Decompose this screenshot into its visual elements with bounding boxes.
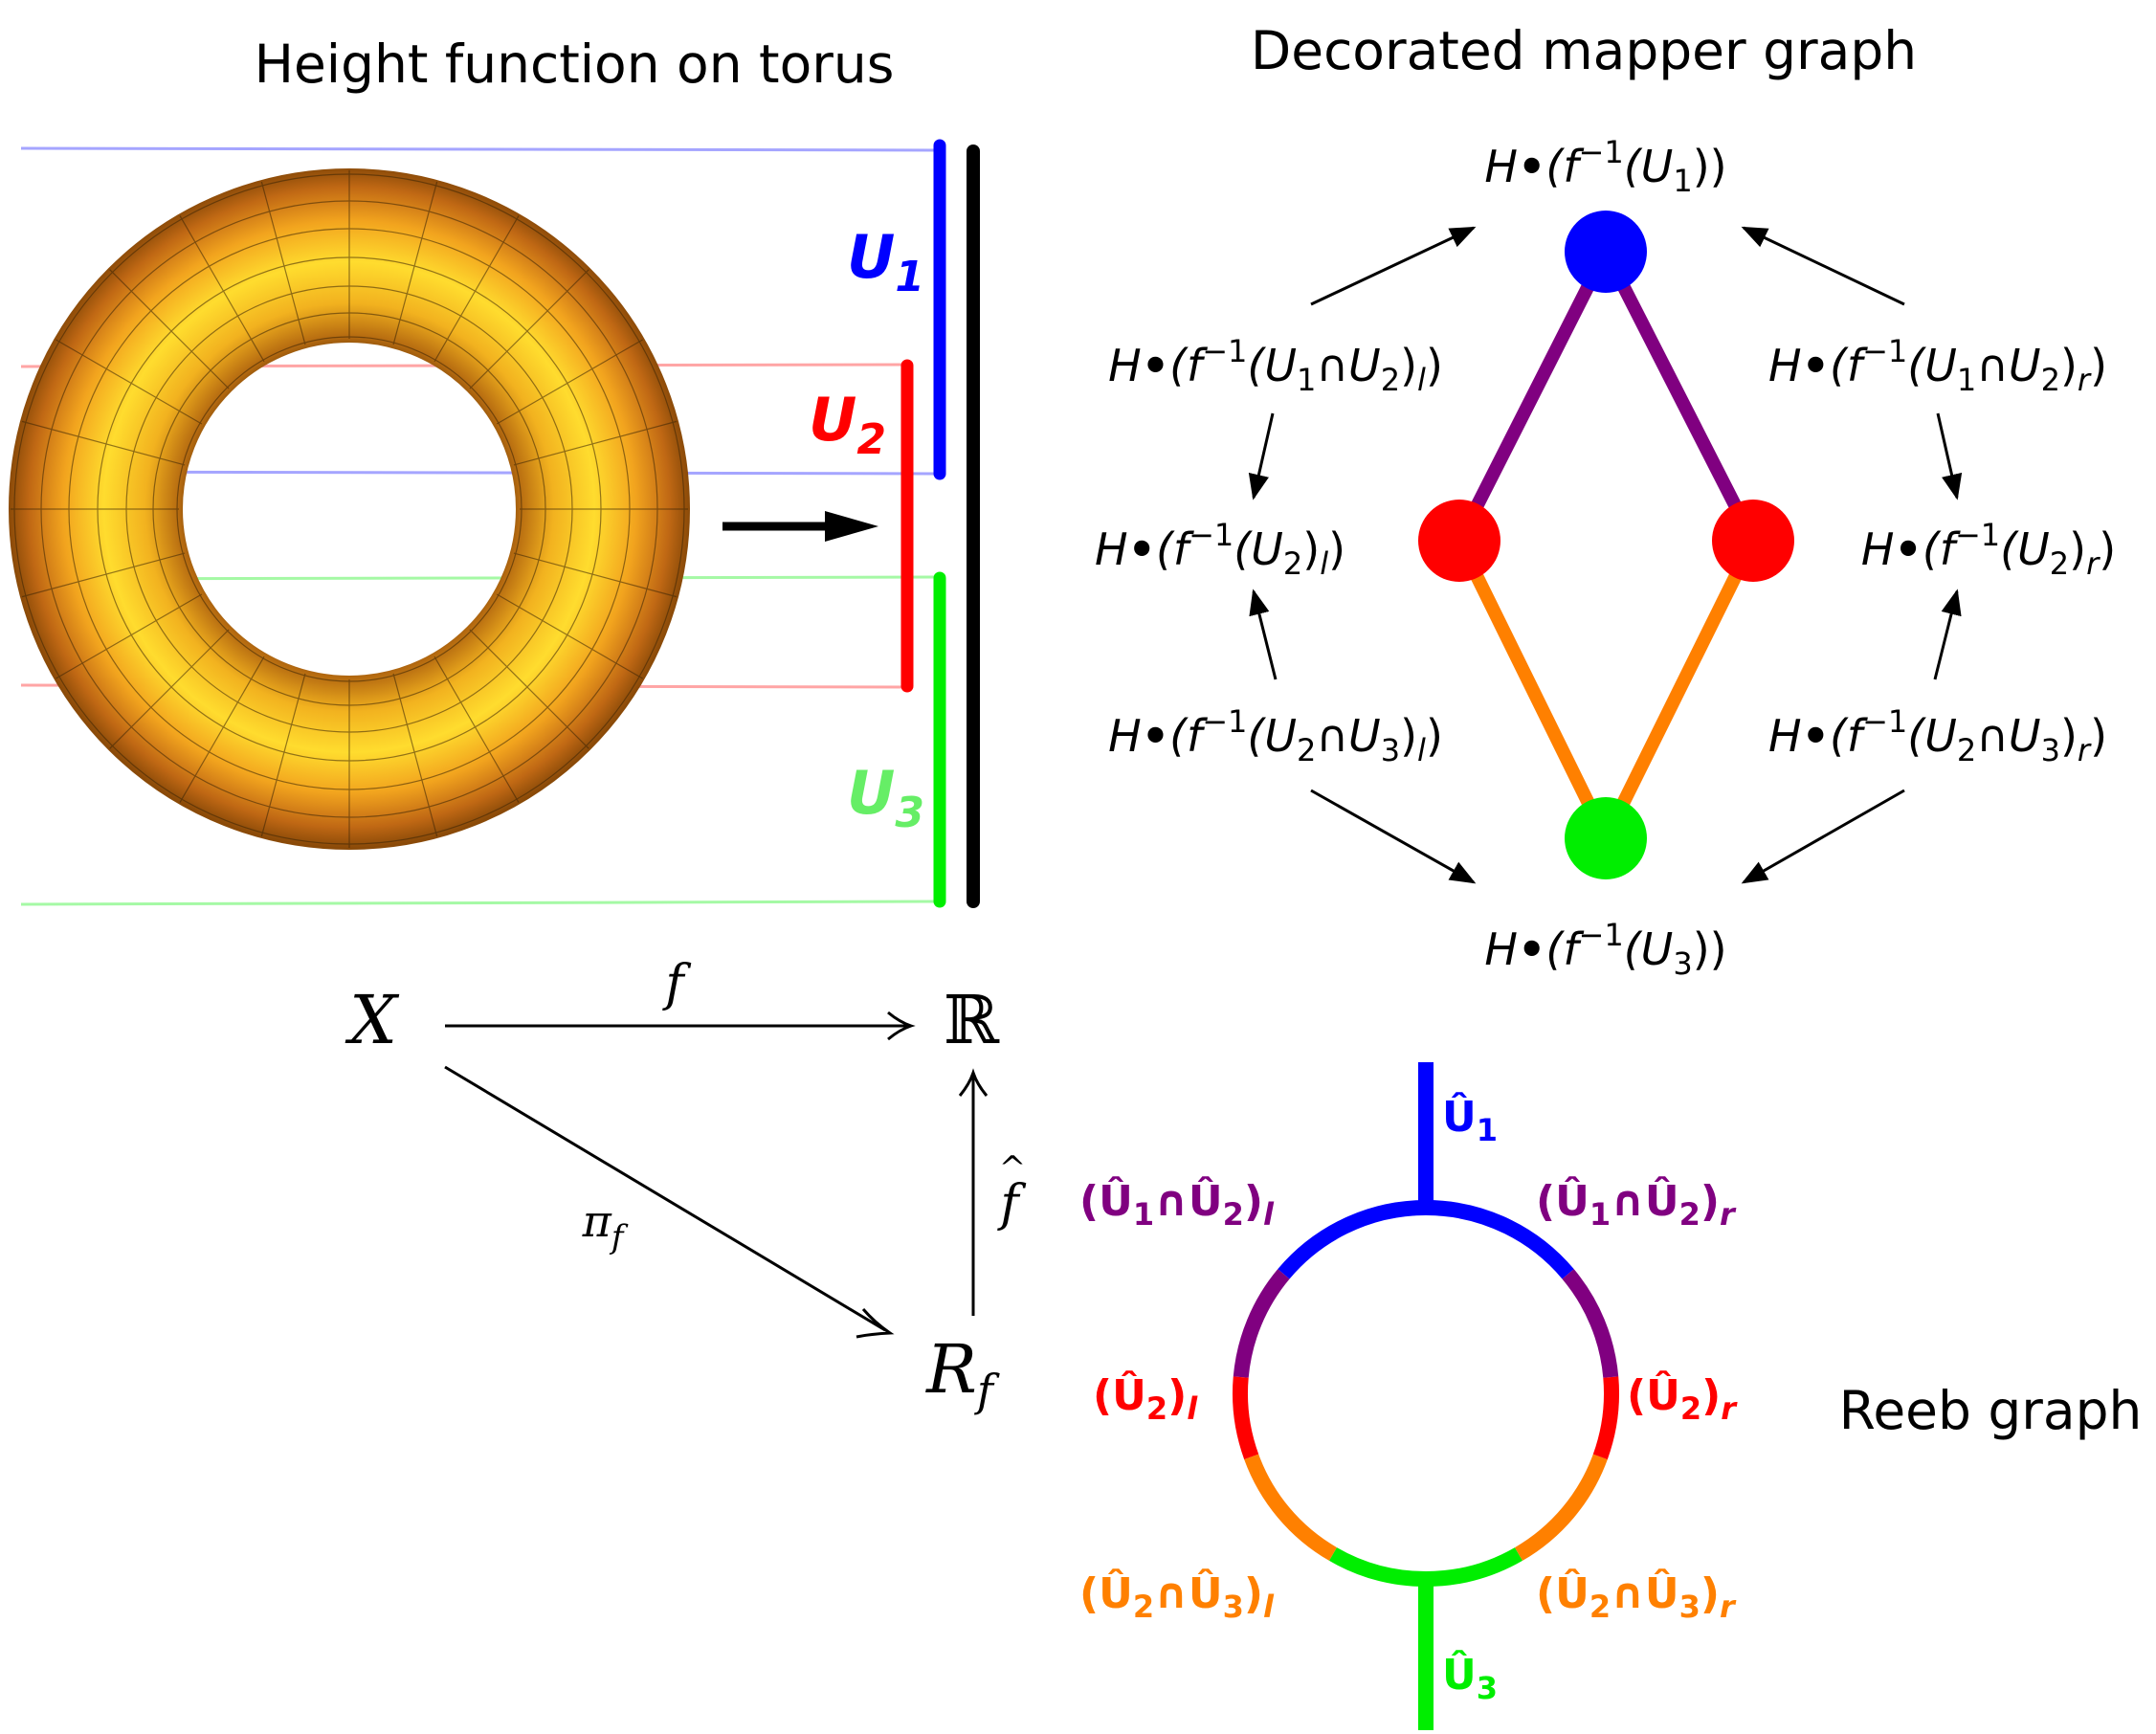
edge-u2l-u3 (1453, 534, 1612, 845)
torus-mesh-spoke (179, 215, 265, 363)
cd-Rf: Rf (924, 1330, 1000, 1416)
arrow-ll-ml (1249, 589, 1278, 680)
mapper-label-lower-right: H•(f−1(U2∩U3)r) (1768, 703, 2107, 768)
arrow-pi (444, 1065, 886, 1332)
node-u1 (1565, 211, 1647, 293)
arrow-lr-mr (1933, 589, 1962, 680)
mapper-label-mid-left: H•(f−1(U2)l) (1095, 517, 1345, 582)
reeb-arc-u23-left (1244, 1454, 1338, 1561)
reeb-label-u23-r: (Û2∩Û3)r (1536, 1567, 1737, 1625)
mapper-label-upper-right: H•(f−1(U1∩U2)r) (1768, 333, 2107, 398)
reeb-arc-u2-right (1592, 1376, 1619, 1460)
projection-arrow (722, 511, 878, 542)
reeb-arc-u2-left (1233, 1376, 1259, 1460)
arrow-f-head (887, 1011, 916, 1041)
cd-X: X (345, 981, 400, 1059)
reeb-graph (1233, 1062, 1619, 1730)
reeb-label-u2-r: (Û2)r (1627, 1369, 1738, 1427)
torus-title: Height function on torus (255, 33, 895, 95)
torus-mesh-spoke (496, 593, 643, 679)
torus-mesh (11, 170, 688, 848)
reeb-circle (1233, 1200, 1619, 1587)
reeb-arc-u12-right (1562, 1269, 1619, 1378)
torus-mesh-spoke (109, 269, 230, 389)
u3-bottom-line (20, 900, 939, 906)
mapper-label-lower-left: H•(f−1(U2∩U3)l) (1108, 703, 1443, 768)
reeb-label-u2-l: (Û2)l (1093, 1369, 1198, 1427)
label-fhat: f ^ (996, 1149, 1026, 1233)
arrow-ur-mr (1936, 412, 1963, 500)
cd-R: ℝ (944, 981, 1000, 1059)
node-u3 (1565, 797, 1647, 879)
mapper-label-mid-right: H•(f−1(U2)r) (1861, 517, 2116, 582)
reeb-arc-u12-left (1233, 1269, 1290, 1378)
mapper-label-top: H•(f−1(U1)) (1484, 134, 1726, 199)
edge-u1-u2l (1453, 245, 1612, 547)
torus-mesh-spoke (469, 629, 589, 749)
arrow-pi-head (856, 1308, 895, 1339)
mapper-graph (1418, 211, 1794, 879)
torus-mesh-spoke (21, 552, 186, 598)
torus-mesh-spoke (433, 215, 520, 363)
arrow-ul-ml (1248, 412, 1275, 500)
edge-u1-u2r (1599, 245, 1760, 547)
edge-u2r-u3 (1599, 534, 1760, 845)
mapper-arrows (1248, 226, 1963, 884)
torus-mesh-spoke (513, 552, 678, 598)
torus-mesh-spoke (56, 339, 203, 425)
arrow-ul-top (1310, 226, 1477, 306)
svg-text:^: ^ (999, 1149, 1027, 1188)
u2-label: U2 (809, 385, 886, 464)
label-f: f (661, 955, 691, 1012)
arrow-ll-bottom (1310, 789, 1477, 884)
u1-top-line (20, 146, 939, 152)
reeb-title: Reeb graph (1839, 1380, 2143, 1441)
reeb-label-u3: Û3 (1442, 1649, 1498, 1706)
u3-label: U3 (847, 758, 924, 837)
label-pi: πf (582, 1195, 629, 1256)
torus-mesh-spoke (496, 339, 643, 425)
torus-mesh-spoke (469, 269, 589, 389)
reeb-label-u1: Û1 (1442, 1091, 1498, 1148)
node-u2-left (1418, 500, 1500, 582)
torus-mesh-spoke (179, 656, 265, 803)
torus-mesh-spoke (56, 593, 203, 679)
torus-mesh-spoke (513, 420, 678, 466)
torus-mesh-spoke (392, 673, 438, 837)
torus-mesh-spoke (433, 656, 520, 803)
commutative-diagram: X ℝ Rf f πf f ^ (345, 955, 1026, 1416)
cover-bars (900, 139, 980, 908)
torus-mesh-spoke (260, 181, 306, 345)
arrow-fhat-head (958, 1068, 989, 1097)
mapper-title: Decorated mapper graph (1251, 20, 1917, 81)
torus-mesh-spoke (21, 420, 186, 466)
mapper-label-bottom: H•(f−1(U3)) (1484, 917, 1726, 982)
torus-mesh-spoke (392, 181, 438, 345)
torus (9, 168, 690, 850)
reeb-arc-u3 (1329, 1547, 1523, 1587)
reeb-label-u12-r: (Û1∩Û2)r (1536, 1175, 1737, 1233)
torus-mesh-spoke (109, 629, 230, 749)
arrow-lr-bottom (1741, 789, 1905, 884)
reeb-label-u23-l: (Û2∩Û3)l (1079, 1567, 1275, 1625)
reeb-label-u12-l: (Û1∩Û2)l (1079, 1175, 1275, 1233)
arrow-ur-top (1741, 226, 1905, 306)
mapper-label-upper-left: H•(f−1(U1∩U2)l) (1108, 333, 1443, 398)
torus-mesh-spoke (260, 673, 306, 837)
u1-label: U1 (847, 222, 924, 301)
node-u2-right (1712, 500, 1794, 582)
reeb-arc-u1 (1278, 1200, 1574, 1279)
reeb-arc-u23-right (1514, 1454, 1608, 1561)
